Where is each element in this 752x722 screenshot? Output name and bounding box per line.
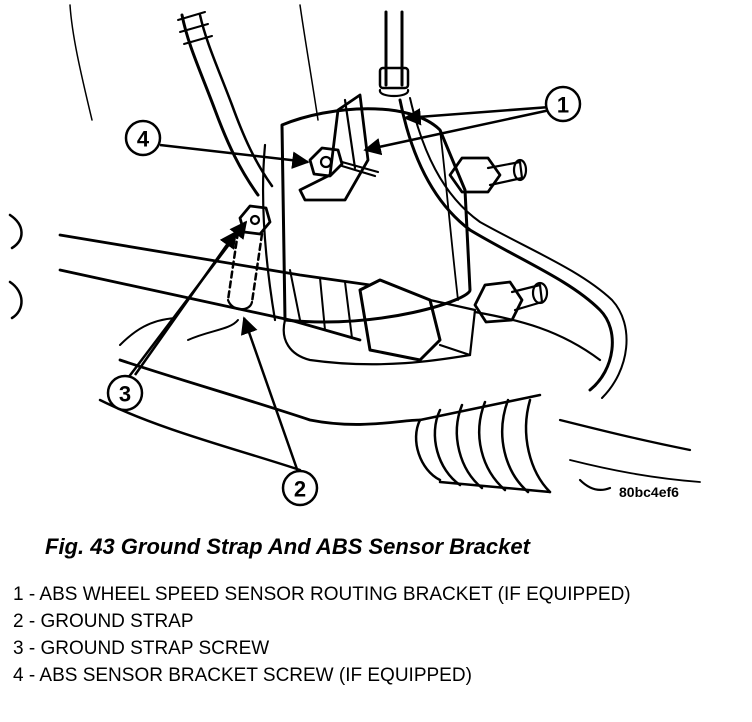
strut-body [280,107,472,324]
legend-item-1: 1 - ABS WHEEL SPEED SENSOR ROUTING BRACK… [13,584,631,605]
callout-3: 3 [119,382,131,407]
callout-circle-3 [106,374,144,412]
axle-shaft [58,233,372,342]
boot-bellows [414,393,552,494]
callout-4: 4 [137,127,150,152]
callout-circle-1 [544,85,582,123]
leader-arrow-2 [240,316,300,473]
ground-strap-screw [238,204,272,236]
upper-right-nut [448,156,528,194]
sensor-wire [398,98,614,392]
brake-line [384,10,404,87]
legend-list: 1 - ABS WHEEL SPEED SENSOR ROUTING BRACK… [13,583,733,691]
legend-item-4: 4 - ABS SENSOR BRACKET SCREW (IF EQUIPPE… [13,665,472,686]
technical-illustration: 1 2 3 4 80bc4ef6 [8,4,701,507]
figure-caption: Fig. 43 Ground Strap And ABS Sensor Brac… [45,534,530,559]
leader-arrow-1b [363,108,551,156]
lower-right-nut [473,280,549,324]
bracket-screw [308,146,380,178]
callout-circle-4 [124,119,162,157]
leader-arrow-1a [403,105,551,126]
callout-circle-2 [281,469,319,507]
callout-1: 1 [557,93,569,118]
leader-arrow-3b [133,230,238,376]
callout-2: 2 [294,477,306,502]
leader-arrow-4 [159,143,310,169]
upper-hose [180,13,260,197]
routing-bracket [298,93,370,202]
legend-item-2: 2 - GROUND STRAP [13,611,194,632]
legend-item-3: 3 - GROUND STRAP SCREW [13,638,270,659]
figure-code: 80bc4ef6 [619,484,679,500]
